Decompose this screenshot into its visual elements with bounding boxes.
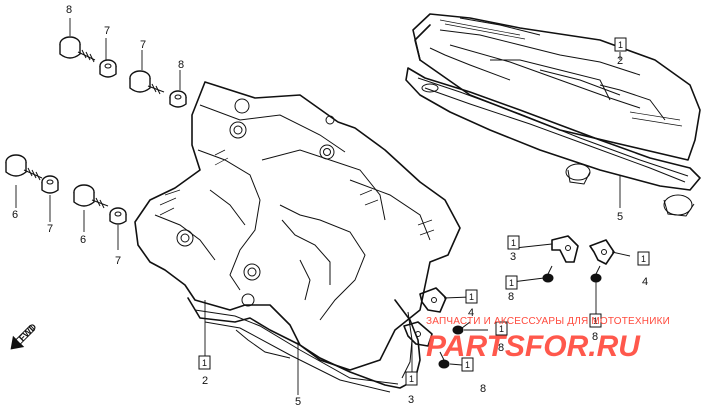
svg-text:1: 1 bbox=[618, 40, 623, 50]
screw-8-lower-top bbox=[452, 321, 471, 335]
fwd-label: FWD bbox=[17, 321, 39, 343]
svg-text:1: 1 bbox=[469, 292, 474, 302]
screw-8-lower-bottom bbox=[438, 351, 450, 369]
fwd-arrow-icon: FWD bbox=[10, 321, 39, 350]
callout-7: 7 bbox=[47, 223, 53, 235]
svg-text:1: 1 bbox=[511, 238, 516, 248]
screw-8-upper-left bbox=[542, 265, 554, 283]
bolt-top-left bbox=[59, 36, 96, 63]
clip-4-lower bbox=[419, 287, 447, 313]
callout-4: 4 bbox=[642, 276, 648, 288]
bolt-mid-left bbox=[5, 154, 43, 181]
ref-box: 1 bbox=[507, 235, 520, 250]
callout-5: 5 bbox=[295, 396, 301, 408]
screw-8-upper-right bbox=[590, 265, 602, 283]
callout-6: 7 bbox=[140, 39, 146, 51]
clip-3-lower bbox=[403, 321, 433, 347]
nut-mid-left bbox=[41, 175, 59, 194]
nut-top-left bbox=[99, 59, 117, 78]
main-valve-cover bbox=[134, 81, 461, 371]
callout-8: 8 bbox=[498, 342, 504, 354]
ref-box: 1 bbox=[589, 313, 602, 328]
ref-box: 1 bbox=[198, 355, 211, 370]
ref-box: 1 bbox=[465, 289, 478, 304]
nut-mid-center bbox=[109, 207, 127, 225]
callout-8: 8 bbox=[66, 4, 72, 16]
callout-7: 7 bbox=[104, 25, 110, 37]
callout-6: 6 bbox=[80, 234, 86, 246]
main-gasket bbox=[187, 297, 421, 393]
callout-3: 3 bbox=[408, 394, 414, 406]
svg-text:1: 1 bbox=[409, 374, 414, 384]
ref-box: 1 bbox=[505, 275, 518, 290]
watermark: ЗАПЧАСТИ И АКСЕССУАРЫ ДЛЯ МОТОТЕХНИКИ PA… bbox=[426, 316, 670, 363]
callout-5: 5 bbox=[617, 211, 623, 223]
upper-gasket bbox=[405, 67, 701, 217]
bolt-top-center bbox=[129, 70, 165, 95]
callout-7: 7 bbox=[115, 255, 121, 267]
callout-8: 8 bbox=[508, 291, 514, 303]
callout-2: 2 bbox=[617, 55, 623, 67]
svg-text:1: 1 bbox=[509, 278, 514, 288]
svg-text:1: 1 bbox=[499, 324, 504, 334]
ref-box: 1 bbox=[461, 357, 474, 372]
ref-box: 1 bbox=[405, 371, 418, 386]
callout-8: 8 bbox=[480, 383, 486, 395]
bolt-mid-center bbox=[73, 184, 109, 209]
watermark-tagline: ЗАПЧАСТИ И АКСЕССУАРЫ ДЛЯ МОТОТЕХНИКИ bbox=[426, 316, 670, 327]
callout-labels: 8 7 7 8 6 7 6 7 2 5 2 5 3 8 4 8 4 8 3 8 bbox=[12, 4, 648, 408]
svg-text:1: 1 bbox=[202, 358, 207, 368]
callout-8: 8 bbox=[592, 331, 598, 343]
clip-3-upper bbox=[551, 235, 579, 263]
nut-top-center bbox=[169, 90, 187, 108]
callout-4: 4 bbox=[468, 307, 474, 319]
ref-box: 1 bbox=[614, 37, 627, 52]
callout-8: 6 bbox=[12, 209, 18, 221]
svg-text:1: 1 bbox=[593, 316, 598, 326]
svg-text:1: 1 bbox=[465, 360, 470, 370]
callout-7: 8 bbox=[178, 59, 184, 71]
ref-box: 1 bbox=[637, 251, 650, 266]
clip-4-upper bbox=[589, 239, 615, 265]
watermark-brand: PARTSFOR.RU bbox=[426, 330, 641, 363]
callout-2: 2 bbox=[202, 375, 208, 387]
callout-3: 3 bbox=[510, 251, 516, 263]
reference-boxes: 1 1 1 1 1 1 1 1 1 1 bbox=[198, 37, 650, 386]
svg-text:1: 1 bbox=[641, 254, 646, 264]
ref-box: 1 bbox=[495, 321, 508, 336]
